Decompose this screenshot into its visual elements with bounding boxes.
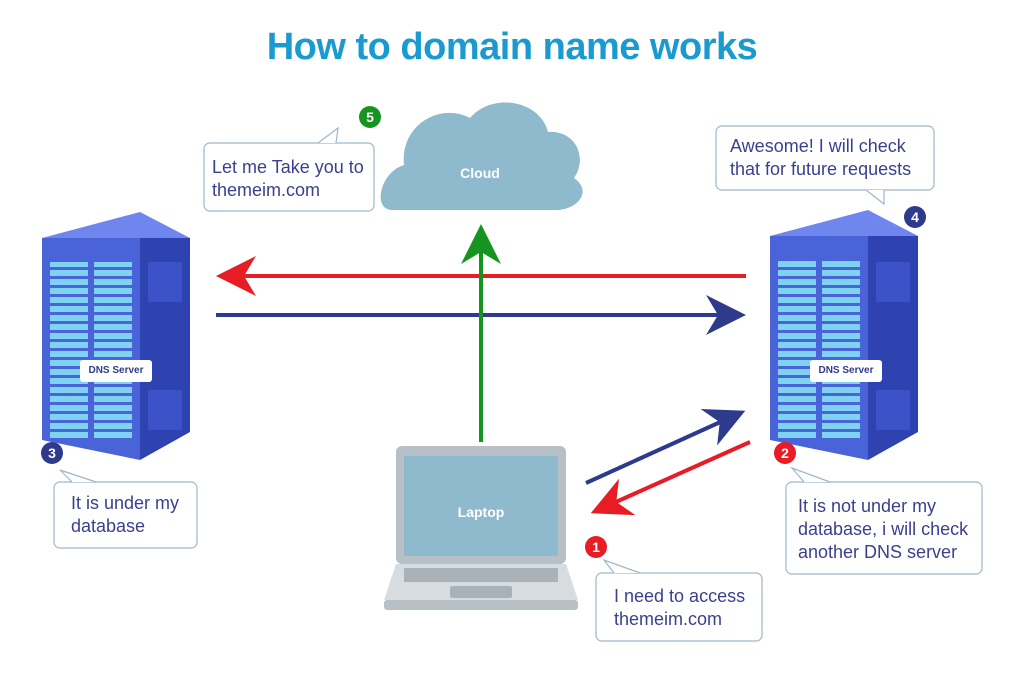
bubble-4-shape [715,125,935,206]
bubble-1-shape [595,558,763,642]
bubble-3-shape [53,469,198,549]
laptop-graphic [384,446,578,610]
badge-3-number: 3 [48,445,56,461]
badge-3-circle [41,442,63,464]
badge-1-number: 1 [592,539,600,555]
bubble-2-line-2: database, i will check [798,519,969,539]
arrow-laptop-to-server [585,409,746,485]
badge-4-number: 4 [911,209,919,225]
bubble-5-line-1: Let me Take you to [212,157,364,177]
badge-4-circle [904,206,926,228]
cloud-shape [380,102,583,211]
right-server-label: DNS Server [810,360,882,382]
bubble-5-line-2: themeim.com [212,180,321,200]
bubble-2-line-1: It is not under my [798,496,937,516]
bubble-5-text: Let me Take you to themeim.com [212,156,364,202]
right-server-graphic [770,210,918,460]
badge-2-circle [774,442,796,464]
badge-1-circle [585,536,607,558]
badge-2-number: 2 [781,445,789,461]
bubble-5-shape [203,126,375,212]
left-server-label: DNS Server [80,360,152,382]
bubble-1-text: I need to access themeim.com [614,585,745,631]
bubble-4-line-2: that for future requests [730,159,912,179]
bubble-1-line-1: I need to access [614,586,746,606]
page-title: How to domain name works [266,26,758,68]
badge-5-circle [359,106,381,128]
bubble-2-shape [785,466,983,575]
cloud-label: Cloud [460,165,500,181]
arrow-server-to-laptop [590,440,751,516]
bubble-1-line-2: themeim.com [614,609,723,629]
bubble-3-line-1: It is under my [71,493,180,513]
badge-5-number: 5 [366,109,374,125]
bubble-2-text: It is not under my database, i will chec… [798,495,968,564]
bubble-4-line-1: Awesome! I will check [730,136,906,156]
bubble-2-line-3: another DNS server [798,542,958,562]
bubble-3-line-2: database [71,516,146,536]
bubble-4-text: Awesome! I will check that for future re… [730,135,911,181]
laptop-label: Laptop [457,504,505,520]
left-server-graphic [42,212,190,460]
bubble-3-text: It is under my database [71,492,179,538]
